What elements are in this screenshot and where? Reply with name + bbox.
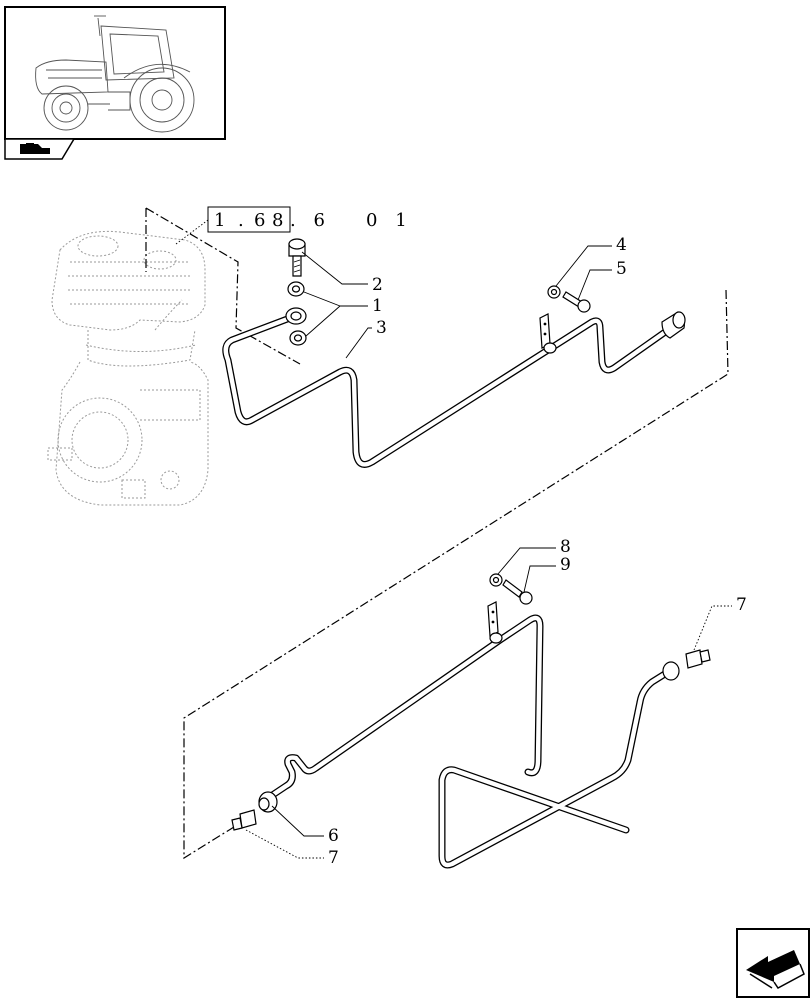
section-badge xyxy=(4,138,76,160)
screw-5 xyxy=(562,291,591,313)
upper-pipe-nut xyxy=(661,311,686,339)
adapter-7-lower xyxy=(231,809,257,831)
loose-pipe-nut xyxy=(662,661,680,681)
compressor-ghost xyxy=(47,230,209,506)
callout-3: 3 xyxy=(376,318,387,338)
loose-pipe xyxy=(438,668,672,869)
tractor-icon xyxy=(35,15,195,133)
connection-boundary-lower xyxy=(183,289,729,860)
reference-suffix: . 6 0 1 xyxy=(290,210,413,231)
callout-2: 2 xyxy=(372,275,383,295)
callout-8: 8 xyxy=(560,537,571,557)
washer-4 xyxy=(547,285,561,299)
banjo-bolt-2 xyxy=(288,238,306,277)
next-page-arrow-icon xyxy=(746,950,805,989)
reference-dot: . xyxy=(238,210,250,231)
lower-bracket xyxy=(487,601,503,644)
next-page-button[interactable] xyxy=(736,928,810,998)
tractor-thumbnail xyxy=(4,6,226,140)
screw-9 xyxy=(502,579,533,605)
callout-9: 9 xyxy=(560,555,571,575)
reference-digit-8: 8 xyxy=(272,210,289,231)
adapter-7-upper xyxy=(685,649,711,669)
connection-boundary-upper xyxy=(145,207,301,365)
upper-pipe-3 xyxy=(222,314,672,468)
callout-6: 6 xyxy=(328,826,339,846)
callout-leaders xyxy=(175,219,732,859)
lower-pipe-nut xyxy=(258,791,278,813)
callout-4: 4 xyxy=(616,235,627,255)
reference-digit-1: 1 xyxy=(214,210,231,231)
callout-7-lower: 7 xyxy=(328,848,339,868)
tractor-section-badge-icon xyxy=(4,138,76,160)
lower-pipe-6 xyxy=(264,614,544,802)
reference-code: 1 . 6 8 . 6 0 1 xyxy=(207,206,413,233)
reference-digit-6: 6 xyxy=(254,210,271,231)
callout-1: 1 xyxy=(372,296,383,316)
banjo-fitting xyxy=(285,307,307,325)
washer-8 xyxy=(489,573,503,587)
washer-1-bottom xyxy=(289,330,307,346)
callout-5: 5 xyxy=(616,259,627,279)
washer-1-top xyxy=(287,281,305,297)
upper-bracket xyxy=(539,313,557,354)
callout-7-upper: 7 xyxy=(736,595,747,615)
